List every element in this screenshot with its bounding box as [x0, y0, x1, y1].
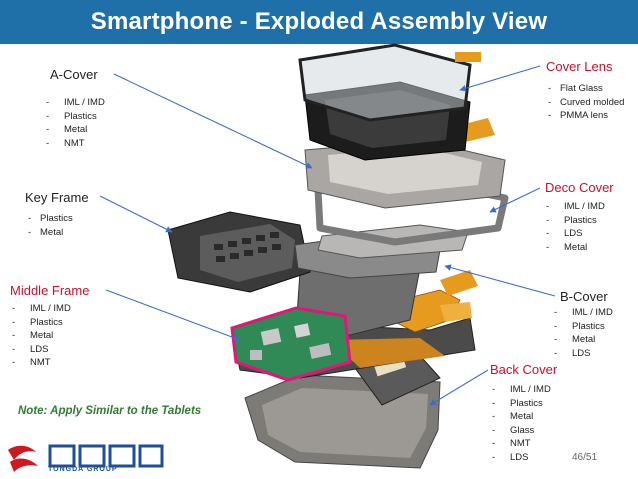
list-item: NMT: [46, 137, 105, 151]
list-item: Metal: [46, 123, 105, 137]
list-item: Curved molded: [548, 96, 624, 110]
flex-circuit-part: [394, 118, 495, 333]
list-item: IML / IMD: [492, 383, 551, 397]
deco-cover-list: IML / IMD Plastics LDS Metal: [546, 200, 605, 254]
deco-cover-label: Deco Cover: [545, 180, 614, 195]
list-item: Plastics: [28, 212, 73, 226]
list-item: IML / IMD: [554, 306, 613, 320]
list-item: LDS: [554, 347, 613, 361]
b-cover-list: IML / IMD Plastics Metal LDS: [554, 306, 613, 360]
list-item: Flat Glass: [548, 82, 624, 96]
list-item: Metal: [546, 241, 605, 255]
list-item: NMT: [492, 437, 551, 451]
list-item: Plastics: [546, 214, 605, 228]
list-item: LDS: [492, 451, 551, 465]
middle-frame-part: [230, 257, 421, 382]
list-item: Metal: [492, 410, 551, 424]
list-item: IML / IMD: [546, 200, 605, 214]
tablet-note: Note: Apply Similar to the Tablets: [18, 405, 202, 417]
key-frame-part: [167, 211, 311, 293]
list-item: LDS: [12, 343, 71, 357]
pointer-middle-frame: [105, 289, 241, 342]
pointer-cover-lens: [459, 65, 541, 92]
pointer-a-cover: [113, 73, 313, 169]
cover-lens-label: Cover Lens: [546, 59, 613, 74]
list-item: PMMA lens: [548, 109, 624, 123]
cover-lens-part: [298, 43, 481, 122]
a-cover-label: A-Cover: [50, 67, 98, 82]
list-item: NMT: [12, 356, 71, 370]
list-item: Metal: [554, 333, 613, 347]
a-cover-list: IML / IMD Plastics Metal NMT: [46, 96, 105, 150]
list-item: LDS: [546, 227, 605, 241]
key-frame-label: Key Frame: [25, 190, 89, 205]
list-item: Plastics: [554, 320, 613, 334]
list-item: IML / IMD: [12, 302, 71, 316]
list-item: Plastics: [46, 110, 105, 124]
back-cover-label: Back Cover: [490, 362, 558, 377]
back-cover-list: IML / IMD Plastics Metal Glass NMT LDS: [492, 383, 551, 464]
key-frame-list: Plastics Metal: [28, 212, 73, 239]
logo-text: TONGDA GROUP: [48, 466, 118, 473]
list-item: IML / IMD: [46, 96, 105, 110]
list-item: Metal: [28, 226, 73, 240]
list-item: Plastics: [492, 397, 551, 411]
list-item: Plastics: [12, 316, 71, 330]
cover-lens-list: Flat Glass Curved molded PMMA lens: [548, 82, 624, 123]
middle-frame-list: IML / IMD Plastics Metal LDS NMT: [12, 302, 71, 370]
list-item: Metal: [12, 329, 71, 343]
b-cover-label: B-Cover: [560, 289, 608, 304]
pointer-back-cover: [429, 369, 489, 406]
list-item: Glass: [492, 424, 551, 438]
page-number: 46/51: [572, 452, 598, 463]
pointer-key-frame: [99, 195, 173, 233]
page-title: Smartphone - Exploded Assembly View: [0, 0, 638, 44]
pointer-deco-cover: [489, 187, 541, 213]
pointer-b-cover: [444, 264, 556, 297]
middle-frame-label: Middle Frame: [10, 283, 90, 298]
tongda-logo: [8, 444, 164, 472]
